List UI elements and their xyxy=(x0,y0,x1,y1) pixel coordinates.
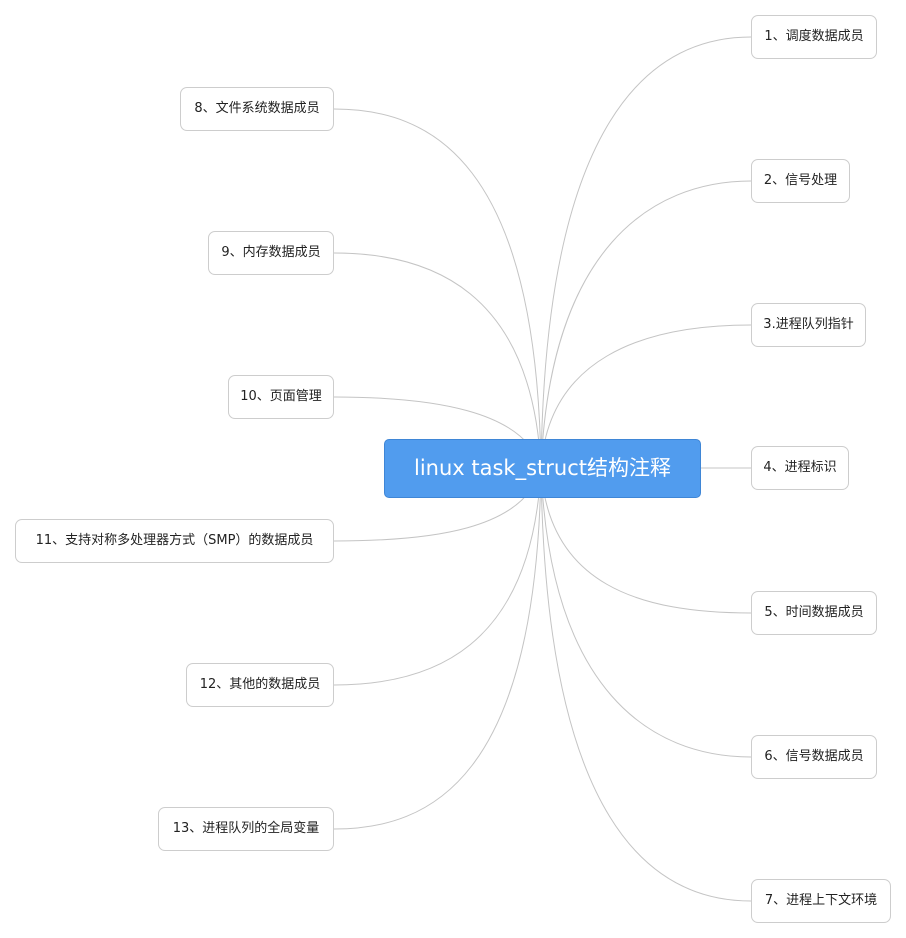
topic-9-memory-members[interactable]: 9、内存数据成员 xyxy=(208,231,334,275)
link-b7 xyxy=(540,467,752,902)
topic-1-scheduling[interactable]: 1、调度数据成员 xyxy=(751,15,877,59)
topic-5-time-members[interactable]: 5、时间数据成员 xyxy=(751,591,877,635)
link-b13 xyxy=(333,467,542,830)
link-b8 xyxy=(333,108,542,469)
link-b1 xyxy=(540,36,752,469)
topic-12-other-members[interactable]: 12、其他的数据成员 xyxy=(186,663,334,707)
link-b6 xyxy=(540,467,752,758)
topic-2-signal-handling[interactable]: 2、信号处理 xyxy=(751,159,850,203)
central-topic[interactable]: linux task_struct结构注释 xyxy=(384,439,701,498)
topic-3-process-queue-pointer[interactable]: 3.进程队列指针 xyxy=(751,303,866,347)
topic-6-signal-members[interactable]: 6、信号数据成员 xyxy=(751,735,877,779)
link-b9 xyxy=(333,252,542,469)
topic-11-smp-members[interactable]: 11、支持对称多处理器方式（SMP）的数据成员 xyxy=(15,519,334,563)
topic-10-page-management[interactable]: 10、页面管理 xyxy=(228,375,334,419)
topic-13-queue-globals[interactable]: 13、进程队列的全局变量 xyxy=(158,807,334,851)
link-b5 xyxy=(540,467,752,614)
link-b2 xyxy=(540,180,752,469)
link-b12 xyxy=(333,467,542,686)
topic-7-process-context[interactable]: 7、进程上下文环境 xyxy=(751,879,891,923)
topic-8-filesystem-members[interactable]: 8、文件系统数据成员 xyxy=(180,87,334,131)
link-b3 xyxy=(540,324,752,469)
topic-4-process-id[interactable]: 4、进程标识 xyxy=(751,446,849,490)
